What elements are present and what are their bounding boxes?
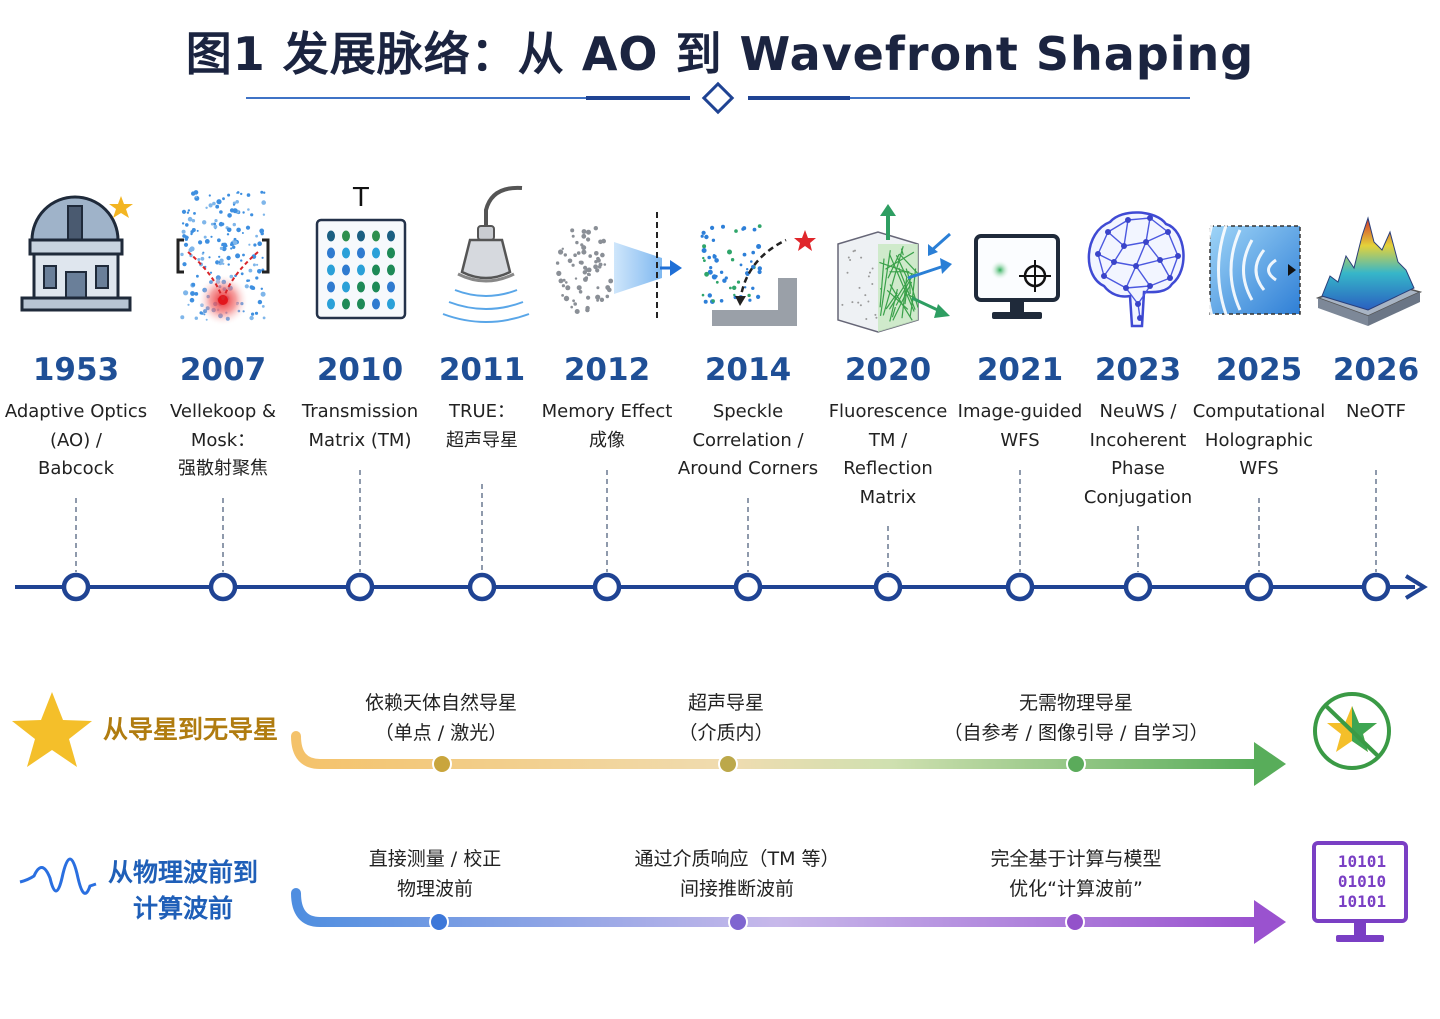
milestone-label-2011: TRUE： 超声导星 [446, 401, 518, 451]
trend-title-guide-star: 从导星到无导星 [103, 715, 279, 744]
milestone-year-2026: 2026 [1332, 352, 1420, 388]
milestone-label-2014: Speckle Correlation / Around Corners [677, 401, 819, 479]
title-divider [246, 81, 1190, 115]
milestone-year-2012: 2012 [563, 352, 651, 388]
wave-icon [19, 857, 97, 895]
no-guide-star-icon [1313, 692, 1391, 770]
milestone-year-2023: 2023 [1094, 352, 1182, 388]
timeline-connectors [75, 470, 1377, 572]
ultrasound-probe-icon [442, 185, 530, 323]
timeline-node [733, 572, 763, 602]
around-corner-icon [700, 224, 816, 326]
timeline-node [873, 572, 903, 602]
trend1-stage-1: 依赖天体自然导星 （单点 / 激光） [364, 692, 517, 744]
trend1-stage-2: 超声导星 （介质内） [678, 692, 774, 744]
transmission-matrix-icon: T [315, 183, 407, 320]
scattering-focus-icon [176, 190, 270, 326]
timeline-nodes [61, 572, 1391, 602]
trend-row-computational-wavefront [19, 841, 1408, 944]
timeline [15, 574, 1428, 600]
milestone-year-2014: 2014 [704, 352, 792, 388]
trend2-stage-1: 直接测量 / 校正 物理波前 [368, 848, 502, 900]
observatory-icon [20, 195, 133, 312]
timeline-node [1361, 572, 1391, 602]
trend2-stage-2: 通过介质响应（TM 等） 间接推断波前 [634, 848, 840, 900]
monitor-target-icon [974, 234, 1060, 319]
svg-text:T: T [352, 183, 369, 213]
milestone-label-2026: NeOTF [1345, 401, 1407, 422]
timeline-node [208, 572, 238, 602]
milestone-year-2011: 2011 [438, 352, 526, 388]
milestone-year-2020: 2020 [844, 352, 932, 388]
milestone-label-2007: Vellekoop & Mosk： 强散射聚焦 [169, 401, 277, 479]
timeline-node [1123, 572, 1153, 602]
neural-brain-icon [1087, 211, 1185, 328]
trend-row-guide-star [12, 692, 1391, 786]
diamond-icon [701, 81, 735, 115]
milestone-label-2010: Transmission Matrix (TM) [301, 401, 419, 451]
timeline-node [1244, 572, 1274, 602]
milestone-year-2021: 2021 [976, 352, 1064, 388]
surface-plot-icon [1315, 216, 1423, 326]
timeline-node [345, 572, 375, 602]
computer-binary-icon [1312, 841, 1408, 942]
binary-code-text: 10101 01010 10101 [1337, 852, 1387, 911]
timeline-node [592, 572, 622, 602]
milestone-label-2023: NeuWS / Incoherent Phase Conjugation [1083, 401, 1193, 508]
timeline-node [1005, 572, 1035, 602]
milestone-label-2021: Image-guided WFS [957, 401, 1083, 451]
timeline-node [61, 572, 91, 602]
milestone-label-1953: Adaptive Optics (AO) / Babcock [4, 401, 148, 479]
milestone-label-2012: Memory Effect 成像 [541, 401, 673, 451]
milestone-year-2010: 2010 [316, 352, 404, 388]
memory-effect-icon [555, 212, 682, 320]
trend1-stage-3: 无需物理导星 （自参考 / 图像引导 / 自学习） [943, 692, 1209, 744]
milestone-label-2020: Fluorescence TM / Reflection Matrix [828, 401, 948, 508]
milestone-year-2007: 2007 [179, 352, 267, 388]
star-icon [12, 692, 92, 767]
milestone-year-2025: 2025 [1215, 352, 1303, 388]
hologram-icon [1204, 209, 1301, 331]
milestone-label-2025: Computational Holographic WFS [1192, 401, 1326, 479]
milestone-year-1953: 1953 [32, 352, 120, 388]
timeline-node [467, 572, 497, 602]
page-title: 图1 发展脉络：从 AO 到 Wavefront Shaping [185, 27, 1255, 81]
trend-title-computational-wavefront: 从物理波前到 计算波前 [108, 858, 259, 923]
trend2-stage-3: 完全基于计算与模型 优化“计算波前” [990, 848, 1162, 900]
reflection-matrix-cube-icon [837, 204, 952, 333]
